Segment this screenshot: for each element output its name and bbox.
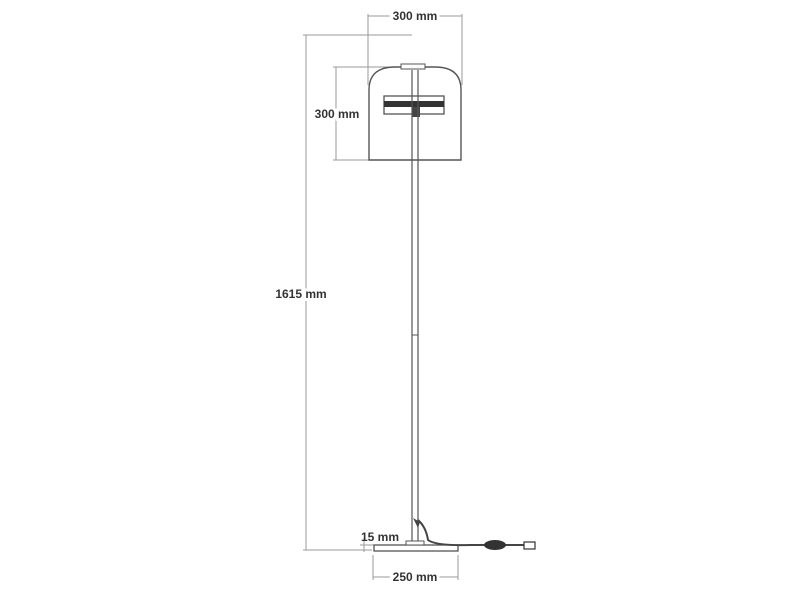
shade-height-label: 300 mm [315, 107, 360, 121]
shade-width-dimension [367, 14, 463, 85]
power-plug [523, 541, 536, 550]
lamp-pole [411, 70, 419, 545]
total-height-dimension [303, 34, 412, 551]
lamp-shade [368, 66, 462, 161]
shade-top-cap [400, 63, 426, 70]
power-cable [413, 518, 524, 547]
lamp-base [373, 540, 459, 552]
base-width-label: 250 mm [393, 570, 438, 584]
foot-switch [484, 540, 506, 550]
base-width-dimension [372, 555, 459, 580]
total-height-label: 1615 mm [275, 287, 326, 301]
shade-width-label: 300 mm [393, 9, 438, 23]
light-module [383, 95, 445, 117]
base-thickness-dimension [360, 538, 376, 552]
base-thickness-label: 15 mm [361, 530, 399, 544]
